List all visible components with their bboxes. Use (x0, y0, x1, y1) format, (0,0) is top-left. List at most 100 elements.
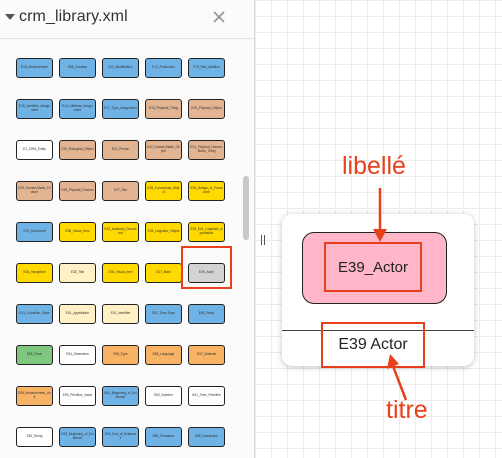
actor-title: E39 Actor (321, 322, 425, 368)
library-shape-label: E32_Authority_Document (104, 227, 137, 235)
library-shape[interactable]: E16_Measurement (16, 58, 53, 78)
library-shape-label: E79_Part_Addition (193, 65, 220, 70)
library-shape[interactable]: E29_Design_or_Procedure (188, 181, 225, 201)
library-shape[interactable]: E68_Dissolution (188, 427, 225, 447)
library-shape-label: E36_Visual_Item (108, 270, 133, 275)
library-panel: crm_library.xml E16_Measurement E65_Creat… (0, 0, 255, 458)
library-shape-label: E15_Identifier_Assignment (18, 104, 50, 112)
library-shape[interactable]: E41_Condition_State (16, 304, 53, 324)
library-shape-label: E34_Inscription (23, 270, 46, 275)
library-shape[interactable]: E25_Human-Made_Feature (16, 181, 53, 201)
library-shape[interactable]: E58_Measurement_Unit (16, 386, 53, 406)
library-shape[interactable]: E36_Visual_Item (59, 222, 96, 242)
library-shape[interactable]: E62_String (16, 427, 53, 447)
library-shape[interactable]: E18_Physical_Thing (145, 99, 182, 119)
library-shape-label: E22_Human-Made_Object (147, 145, 180, 153)
library-shape[interactable]: E57_Material (188, 345, 225, 365)
library-shape[interactable]: E26_Physical_Feature (59, 181, 96, 201)
library-shape-label: E35_Title (70, 270, 85, 275)
library-shape-label: E57_Material (197, 352, 216, 357)
panel-scrollbar[interactable] (243, 176, 249, 240)
library-shape-label: E60_Number (154, 393, 173, 398)
library-shape[interactable]: E33_E41_Linguistic_Appellation (188, 222, 225, 242)
library-shape-label: E26_Physical_Feature (61, 188, 94, 193)
library-shape[interactable]: E27_Site (102, 181, 139, 201)
library-shape[interactable]: E21_Person (102, 140, 139, 160)
library-shape[interactable]: E13_Attribute_Assignment (59, 99, 96, 119)
library-shape[interactable]: E61_Time_Primitive (188, 386, 225, 406)
library-shape-label: E20_Biological_Object (61, 147, 94, 152)
library-shape[interactable]: E15_Identifier_Assignment (16, 99, 53, 119)
library-shape-label: E41_Condition_State (19, 311, 50, 316)
library-shape[interactable]: E31_Document (16, 222, 53, 242)
library-shape-label: E58_Measurement_Unit (18, 391, 51, 399)
library-shape-label: E18_Physical_Thing (148, 106, 179, 111)
library-shape-label: E66_Formation (152, 434, 175, 439)
library-shape-label: E59_Primitive_Value (62, 393, 93, 398)
library-shape[interactable]: E64_End_of_Existence (102, 427, 139, 447)
library-shape[interactable]: E53_Place (188, 304, 225, 324)
library-shape-label: E31_Document (23, 229, 46, 234)
library-shape-label: E11_Modification (108, 65, 133, 70)
library-shape[interactable]: E33_Linguistic_Object (145, 222, 182, 242)
library-shape[interactable]: E1_CRM_Entity (16, 140, 53, 160)
library-shape-label: E25_Human-Made_Feature (18, 186, 51, 194)
library-shape[interactable]: E34_Inscription (16, 263, 53, 283)
library-shape-label: E39_Actor (199, 270, 214, 275)
shape-grid: E16_Measurement E65_Creation E11_Modificat… (0, 39, 240, 458)
library-shape-label: E21_Person (111, 147, 130, 152)
library-shape[interactable]: E11_Modification (102, 58, 139, 78)
library-shape[interactable]: E28_Conceptual_Object (145, 181, 182, 201)
library-shape[interactable]: E24_Physical_Human-Made_Thing (188, 140, 225, 160)
library-shape[interactable]: E63_Beginning_of_Existence (59, 427, 96, 447)
library-shape-label: E52_Time-Span (152, 311, 175, 316)
library-shape[interactable]: E42_Identifier (102, 304, 139, 324)
arrow-up-icon (387, 354, 408, 401)
library-shape[interactable]: E32_Authority_Document (102, 222, 139, 242)
library-shape[interactable]: E52_Time-Span (145, 304, 182, 324)
library-shape[interactable]: E56_Language (145, 345, 182, 365)
library-shape[interactable]: E63_Beginning_of_Existence (102, 386, 139, 406)
library-shape[interactable]: E22_Human-Made_Object (145, 140, 182, 160)
library-shape[interactable]: E53_Place (16, 345, 53, 365)
library-selection-highlight (181, 246, 232, 289)
library-shape-label: E53_Place (198, 311, 215, 316)
library-shape-label: E54_Dimension (66, 352, 89, 357)
library-shape[interactable]: E41_Appellation (59, 304, 96, 324)
library-shape[interactable]: E79_Part_Addition (188, 58, 225, 78)
library-shape[interactable]: E35_Title (59, 263, 96, 283)
library-shape-label: E41_Appellation (65, 311, 90, 316)
library-shape-label: E13_Attribute_Assignment (62, 104, 93, 112)
library-shape[interactable]: E66_Formation (145, 427, 182, 447)
library-shape-label: E29_Design_or_Procedure (190, 186, 223, 194)
library-shape[interactable]: E39_Actor (188, 263, 225, 283)
library-shape[interactable]: E37_Mark (145, 263, 182, 283)
resize-handle-icon[interactable] (259, 233, 267, 247)
library-shape[interactable]: E17_Type_Assignment (102, 99, 139, 119)
library-shape[interactable]: E12_Production (145, 58, 182, 78)
library-shape[interactable]: E19_Physical_Object (188, 99, 225, 119)
library-shape[interactable]: E36_Visual_Item (102, 263, 139, 283)
library-shape[interactable]: E55_Type (102, 345, 139, 365)
library-header: crm_library.xml (0, 0, 254, 39)
library-shape-label: E27_Site (114, 188, 127, 193)
triangle-down-icon[interactable] (4, 11, 16, 23)
library-shape[interactable]: E59_Primitive_Value (59, 386, 96, 406)
library-shape[interactable]: E60_Number (145, 386, 182, 406)
library-shape-label: E42_Identifier (110, 311, 131, 316)
library-shape-label: E55_Type (113, 352, 128, 357)
library-title[interactable]: crm_library.xml (19, 8, 128, 25)
actor-shape[interactable] (302, 232, 447, 304)
library-shape-label: E12_Production (152, 65, 175, 70)
library-shape-label: E33_E41_Linguistic_Appellation (190, 227, 223, 235)
arrow-down-icon (373, 188, 387, 242)
library-shape[interactable]: E65_Creation (59, 58, 96, 78)
library-shape-label: E16_Measurement (21, 65, 48, 70)
library-shape-label: E36_Visual_Item (65, 229, 90, 234)
library-shape[interactable]: E20_Biological_Object (59, 140, 96, 160)
title-annotation: titre (386, 396, 428, 424)
close-icon[interactable] (212, 10, 226, 24)
library-shape-label: E65_Creation (67, 65, 88, 70)
library-shape[interactable]: E54_Dimension (59, 345, 96, 365)
library-shape-label: E56_Language (152, 352, 175, 357)
